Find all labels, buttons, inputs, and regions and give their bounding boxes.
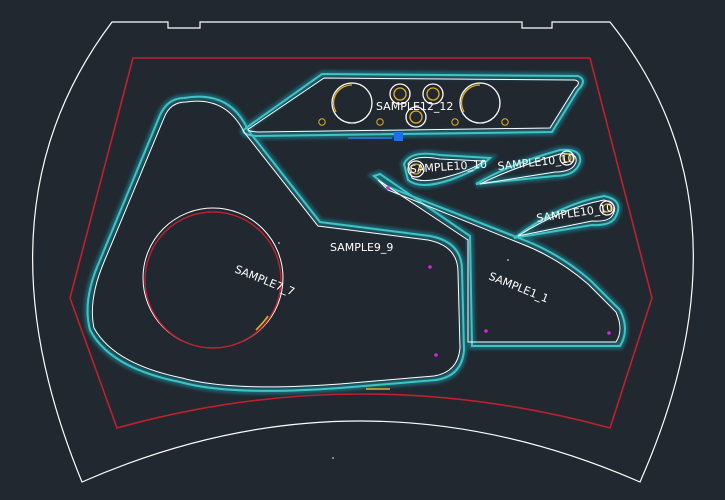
sample12-hole-small-b-inner [426, 87, 440, 101]
marker-4 [484, 329, 488, 333]
label-sample1: SAMPLE1_1 [487, 270, 551, 306]
sample12-tiny-hole-1 [318, 118, 326, 126]
sample12-hole-small-a-inner [393, 87, 407, 101]
sample12-hole-small-b [422, 83, 444, 105]
boundary-outline [69, 57, 653, 429]
sample7-ring [144, 211, 282, 349]
speck-1 [278, 242, 280, 244]
sample10b-hole [559, 150, 575, 166]
sample12-tiny-hole-2 [376, 118, 384, 126]
sample7-arc-accent [255, 315, 269, 331]
sample12-hole-small-c-inner [409, 110, 423, 124]
sample10a-hole-inner [410, 163, 422, 175]
label-sample12: SAMPLE12_12 [376, 100, 453, 113]
label-sample9: SAMPLE9_9 [330, 241, 393, 254]
part-sample10a-outline[interactable] [407, 156, 486, 182]
toolpath-sample9 [86, 95, 466, 392]
marker-1 [386, 186, 390, 190]
label-sample10a: SAMPLE10_10 [409, 158, 487, 176]
sample12-hole-small-a [389, 83, 411, 105]
toolpath-sample10a [402, 152, 493, 186]
sample10a-hole [407, 160, 425, 178]
sample12-hole-small-c [405, 106, 427, 128]
selection-grip[interactable] [394, 132, 403, 141]
marker-3 [434, 353, 438, 357]
marker-5 [607, 331, 611, 335]
toolpath-sample10b [475, 148, 582, 185]
part-sample12-outline[interactable] [247, 77, 579, 133]
marker-2 [428, 265, 432, 269]
sheet-outline [32, 21, 694, 483]
speck-3 [332, 457, 334, 459]
sample10c-hole [599, 200, 615, 216]
part-sample1-outline[interactable] [377, 179, 621, 343]
sample12-tiny-hole-3 [451, 118, 459, 126]
sample12-hole-large-left [331, 82, 373, 124]
toolpath-sample1 [371, 172, 626, 347]
sample10b-hole-inner [562, 153, 572, 163]
sample10c-hole-inner [602, 203, 612, 213]
sample12-hole-large-right [459, 82, 501, 124]
part-sample10b-outline[interactable] [479, 153, 577, 185]
part-sample9-outline[interactable] [91, 100, 461, 388]
label-sample10b: SAMPLE10_10 [497, 152, 575, 173]
sample12-hole-large-right-arc [460, 84, 481, 113]
toolpath-sample10c [513, 194, 620, 239]
speck-2 [507, 259, 509, 261]
sample12-hole-large-left-arc [332, 84, 353, 113]
sample12-tiny-hole-4 [501, 118, 509, 126]
label-sample7: SAMPLE7_7 [233, 263, 297, 299]
